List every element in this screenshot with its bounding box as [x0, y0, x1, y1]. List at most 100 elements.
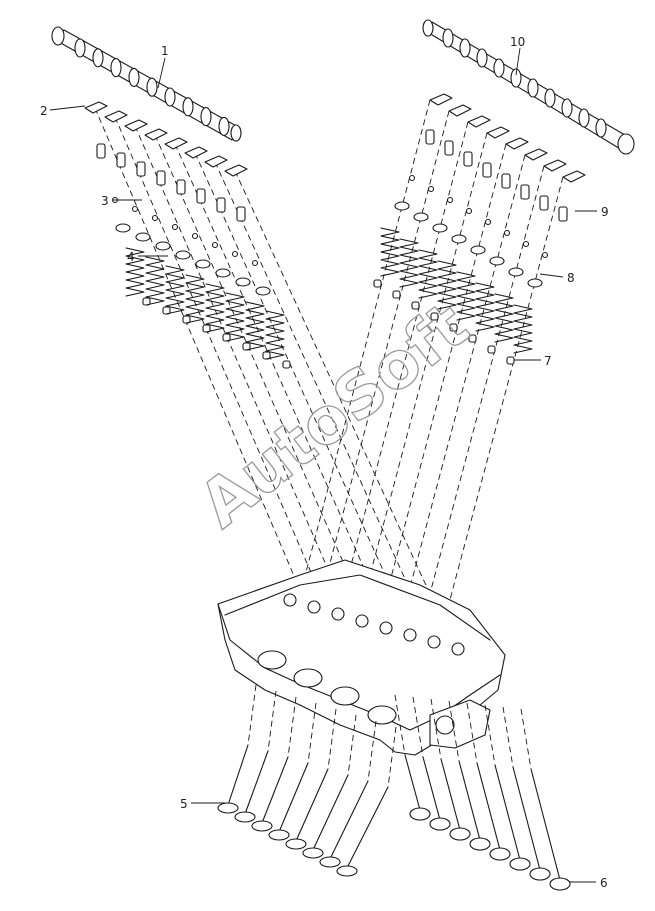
valve-spring — [418, 249, 438, 299]
hydraulic-lifter — [116, 152, 126, 168]
cam-lobe — [146, 77, 158, 97]
valve-spring — [437, 260, 457, 310]
hydraulic-lifter — [539, 195, 549, 211]
cam-lobe — [164, 87, 176, 107]
spring-retainer — [470, 245, 486, 255]
valve-keeper — [503, 229, 511, 237]
valve-stem-seal — [411, 301, 420, 310]
valve-head — [251, 820, 273, 832]
valve-stem — [312, 774, 349, 851]
valve-stem — [458, 760, 481, 841]
callout-2: 2 — [40, 104, 48, 118]
exhaust-valves — [394, 694, 571, 891]
cam-lobe — [442, 28, 454, 48]
cam-lobe — [128, 67, 140, 87]
rocker-arm — [543, 159, 567, 172]
hydraulic-lifter — [176, 179, 186, 195]
valve-head — [302, 847, 324, 859]
hydraulic-lifter — [196, 188, 206, 204]
valve-stem — [244, 750, 269, 815]
valve-spring — [165, 265, 185, 315]
rocker-arm — [505, 137, 529, 150]
valve-stem — [422, 756, 441, 821]
spring-retainer — [115, 223, 131, 233]
valve-keeper — [251, 259, 259, 267]
spring-retainer — [195, 259, 211, 269]
valve-stem — [261, 756, 289, 824]
cylinder-head — [217, 559, 506, 756]
cam-lobe — [527, 78, 539, 98]
valve-head — [336, 865, 358, 877]
valve-head — [549, 877, 571, 891]
intake-valves — [217, 684, 397, 877]
valve-head — [319, 856, 341, 868]
spring-retainer — [135, 232, 151, 242]
callout-6: 6 — [600, 876, 608, 890]
valve-keeper — [522, 240, 530, 248]
spring-retainer — [175, 250, 191, 260]
hydraulic-lifter — [501, 173, 511, 189]
valve-head — [449, 827, 471, 841]
valve-stem — [512, 766, 541, 871]
valve-head — [217, 802, 239, 814]
rocker-arm — [144, 128, 168, 141]
valve-bore — [331, 607, 345, 621]
callout-8: 8 — [567, 271, 575, 285]
cam-lobe — [92, 48, 104, 68]
spring-retainer — [451, 234, 467, 244]
spring-retainer — [155, 241, 171, 251]
valve-stem — [476, 762, 501, 851]
valve-spring — [205, 283, 225, 333]
spring-retainer — [489, 256, 505, 266]
valve-head — [429, 817, 451, 831]
spring-retainer — [215, 268, 231, 278]
spring-retainer — [527, 278, 543, 288]
valve-keeper — [211, 241, 219, 249]
hydraulic-lifter — [425, 129, 435, 145]
valve-stem — [295, 768, 329, 842]
valve-spring — [456, 271, 476, 321]
spring-retainer — [255, 286, 271, 296]
valve-spring — [265, 310, 285, 360]
rocker-arm — [486, 126, 510, 139]
hydraulic-lifter — [520, 184, 530, 200]
valve-stem-seal — [373, 279, 382, 288]
valve-spring — [380, 227, 400, 277]
valve-keeper — [131, 205, 139, 213]
valve-spring — [185, 274, 205, 324]
callout-3: 3 — [101, 194, 109, 208]
rocker-arm — [184, 146, 208, 159]
valve-keeper — [541, 251, 549, 259]
left-valve-train-stack — [84, 101, 455, 647]
rocker-arm — [429, 93, 453, 106]
cam-lobe — [578, 108, 590, 128]
valve-spring — [145, 256, 165, 306]
valve-bore — [379, 621, 393, 635]
valve-spring — [225, 292, 245, 342]
valve-head — [285, 838, 307, 850]
rocker-arm — [467, 115, 491, 128]
valve-spring — [494, 293, 514, 343]
valve-keeper — [446, 196, 454, 204]
valve-stem — [440, 758, 461, 831]
valve-head — [469, 837, 491, 851]
rocker-arm — [104, 110, 128, 123]
valve-bore — [451, 642, 465, 656]
cam-lobe — [182, 97, 194, 117]
valve-keeper — [465, 207, 473, 215]
cam-lobe — [476, 48, 488, 68]
valve-spring — [245, 301, 265, 351]
cam-lobe — [459, 38, 471, 58]
cam-lobe — [218, 116, 230, 136]
valve-head — [234, 811, 256, 823]
valve-spring — [399, 238, 419, 288]
cam-lobe — [510, 68, 522, 88]
rocker-arm — [84, 101, 108, 114]
rocker-arm — [164, 137, 188, 150]
callout-10: 10 — [510, 35, 525, 49]
valve-keeper — [408, 174, 416, 182]
rocker-arm — [524, 148, 548, 161]
hydraulic-lifter — [96, 143, 106, 159]
valve-stem-seal — [430, 312, 439, 321]
